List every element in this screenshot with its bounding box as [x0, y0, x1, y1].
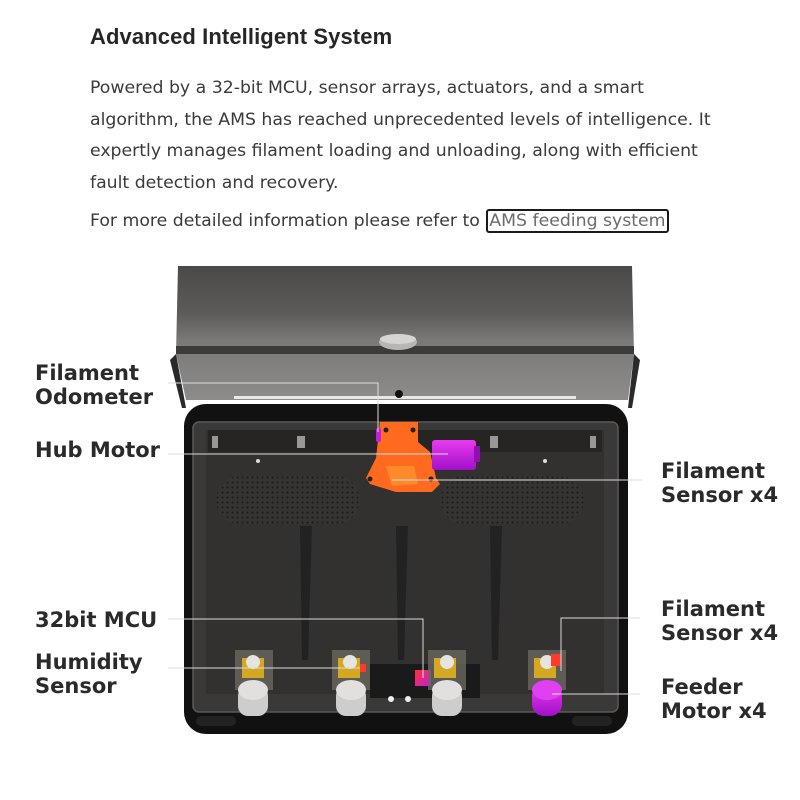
label-filament-sensor-bottom: Filament Sensor x4 — [661, 597, 778, 645]
lid — [176, 266, 634, 400]
label-line: Feeder — [661, 675, 743, 699]
label-filament-sensor-top: Filament Sensor x4 — [661, 459, 778, 507]
label-32bit-mcu: 32bit MCU — [35, 608, 158, 632]
refer-line: For more detailed information please ref… — [90, 209, 669, 233]
hub-motor-highlight — [366, 422, 440, 492]
label-line: Motor x4 — [661, 699, 767, 723]
label-line: Sensor x4 — [661, 621, 779, 645]
section-title: Advanced Intelligent System — [90, 24, 393, 49]
leader-lines — [168, 382, 642, 695]
label-line: Odometer — [35, 385, 154, 409]
feeder-modules — [235, 650, 566, 716]
section-description: Powered by a 32-bit MCU, sensor arrays, … — [90, 78, 711, 193]
label-hub-motor: Hub Motor — [35, 438, 161, 462]
label-line: Sensor x4 — [661, 483, 779, 507]
label-feeder-motor: Feeder Motor x4 — [661, 675, 767, 723]
ams-feeding-system-link[interactable]: AMS feeding system — [486, 209, 669, 233]
label-humidity-sensor: Humidity Sensor — [35, 650, 143, 698]
label-line: Filament — [35, 361, 140, 385]
label-filament-odometer: Filament Odometer — [35, 361, 153, 409]
label-line: Filament — [661, 597, 766, 621]
label-line: Humidity — [35, 650, 143, 674]
label-line: Sensor — [35, 674, 117, 698]
refer-text: For more detailed information please ref… — [90, 211, 480, 231]
label-line: Filament — [661, 459, 766, 483]
